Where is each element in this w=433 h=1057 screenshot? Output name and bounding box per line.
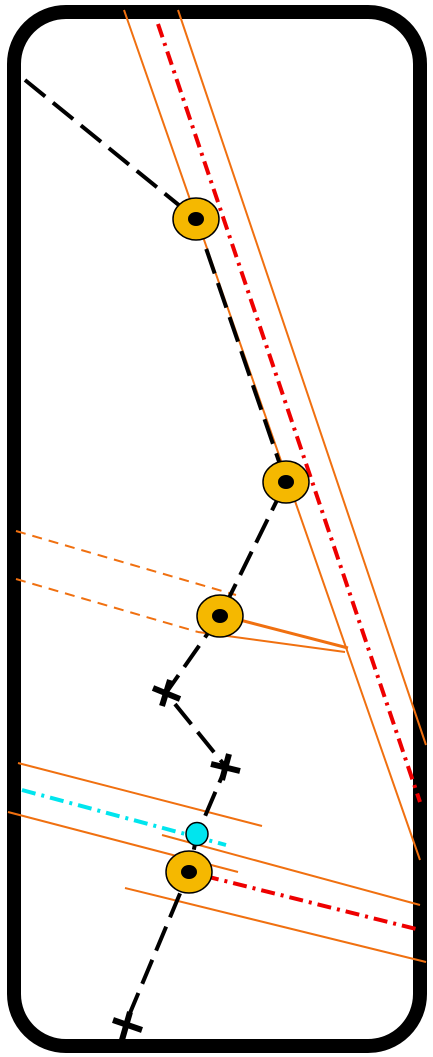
track-line xyxy=(23,78,289,1026)
rounded-frame xyxy=(7,5,427,1053)
corridor-dashed-line xyxy=(15,530,237,596)
station-dot xyxy=(181,865,197,879)
cross-marker-stroke xyxy=(159,679,173,707)
cross-marker-stroke xyxy=(219,753,232,781)
corridor-line xyxy=(177,9,427,746)
cross-marker-icon xyxy=(151,679,182,707)
cross-marker-stroke xyxy=(119,1011,133,1041)
station-circle-icon xyxy=(196,594,244,638)
corridor-upper xyxy=(123,9,427,861)
red-centerline-lower xyxy=(204,874,421,932)
station-dot xyxy=(278,475,294,489)
station-circle-icon xyxy=(165,850,213,894)
corridor-line xyxy=(161,834,421,906)
station-dot xyxy=(188,212,204,226)
corridor-dashed-line xyxy=(15,578,199,633)
cyan-node-icon xyxy=(185,821,209,847)
corridor-line xyxy=(124,887,427,963)
station-circle-icon xyxy=(172,197,220,241)
cross-marker-icon xyxy=(210,753,241,781)
cross-marker-icon xyxy=(112,1011,143,1041)
corridor-middle xyxy=(15,530,349,653)
corridor-line xyxy=(17,762,263,827)
station-dot xyxy=(212,609,228,623)
corridor-solid-line xyxy=(235,617,349,650)
red-centerline-upper xyxy=(156,23,422,803)
station-circle-icon xyxy=(262,460,310,504)
